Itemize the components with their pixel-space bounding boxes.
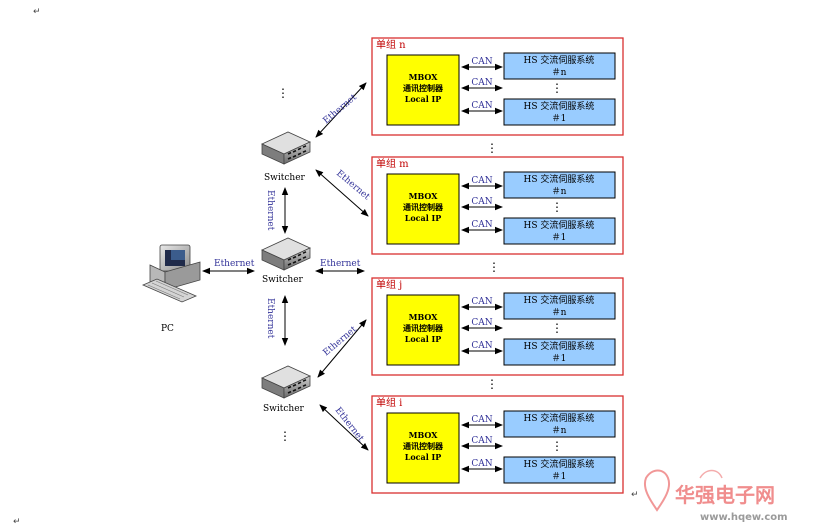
- paragraph-mark-right: ↵: [631, 490, 639, 500]
- servo-index: ＃n: [552, 186, 567, 197]
- mbox-controller: [386, 412, 460, 484]
- servo-index: ＃n: [552, 67, 567, 78]
- paragraph-mark-bottom: ↵: [13, 517, 21, 527]
- servo-system-1: [503, 456, 616, 484]
- group-separator-dots: ⋮: [486, 377, 498, 391]
- switcher-dots-bottom: ⋮: [279, 429, 291, 443]
- mbox-controller: [386, 294, 460, 366]
- ethernet-label: Ethernet: [322, 92, 360, 126]
- switcher-icon: [261, 365, 311, 399]
- can-label: CAN: [471, 459, 492, 469]
- ethernet-label: Ethernet: [265, 190, 275, 231]
- servo-label: HS 交流伺服系统: [524, 412, 595, 424]
- switcher-label: Switcher: [264, 173, 306, 183]
- servo-index: ＃n: [552, 307, 567, 318]
- mbox-label: MBOX: [409, 312, 439, 322]
- switcher-icon: [261, 131, 311, 165]
- mbox-label: 通讯控制器: [403, 202, 444, 212]
- group-separator-dots: ⋮: [488, 260, 500, 274]
- servo-dots: ⋮: [551, 200, 563, 214]
- group-title: 单组 j: [376, 278, 402, 291]
- ethernet-label: Ethernet: [265, 298, 275, 339]
- servo-label: HS 交流伺服系统: [524, 340, 595, 352]
- mbox-label: Local IP: [405, 213, 442, 223]
- servo-index: ＃1: [552, 471, 567, 482]
- can-label: CAN: [471, 101, 492, 111]
- can-label: CAN: [471, 436, 492, 446]
- group-title: 单组 m: [376, 157, 409, 170]
- switcher-icon: [261, 237, 311, 271]
- mbox-label: Local IP: [405, 452, 442, 462]
- ethernet-label: Ethernet: [334, 169, 372, 203]
- ethernet-label: Ethernet: [320, 259, 361, 269]
- servo-dots: ⋮: [551, 439, 563, 453]
- can-label: CAN: [471, 415, 492, 425]
- servo-system-n: [503, 52, 616, 80]
- mbox-label: MBOX: [409, 191, 439, 201]
- servo-system-1: [503, 98, 616, 126]
- ethernet-label: Ethernet: [322, 324, 360, 358]
- watermark-logo: [644, 469, 723, 512]
- mbox-label: Local IP: [405, 334, 442, 344]
- mbox-label: MBOX: [409, 430, 439, 440]
- ethernet-label: Ethernet: [333, 406, 366, 444]
- servo-label: HS 交流伺服系统: [524, 100, 595, 112]
- servo-system-1: [503, 338, 616, 366]
- servo-label: HS 交流伺服系统: [524, 54, 595, 66]
- servo-label: HS 交流伺服系统: [524, 173, 595, 185]
- servo-label: HS 交流伺服系统: [524, 458, 595, 470]
- ethernet-links: [202, 82, 369, 451]
- servo-system-n: [503, 292, 616, 320]
- group-title: 单组 i: [376, 396, 402, 409]
- servo-index: ＃1: [552, 353, 567, 364]
- switcher-label: Switcher: [262, 275, 304, 285]
- can-label: CAN: [471, 78, 492, 88]
- switcher-dots-top: ⋮: [277, 86, 289, 100]
- mbox-label: 通讯控制器: [403, 323, 444, 333]
- watermark-url: www.hqew.com: [700, 512, 788, 523]
- mbox-controller: [386, 173, 460, 245]
- group-title: 单组 n: [376, 38, 406, 51]
- ethernet-label: Ethernet: [214, 259, 255, 269]
- can-label: CAN: [471, 297, 492, 307]
- watermark-text: 华强电子网: [675, 483, 775, 507]
- paragraph-mark-top: ↵: [33, 7, 41, 17]
- can-label: CAN: [471, 57, 492, 67]
- servo-dots: ⋮: [551, 321, 563, 335]
- mbox-label: 通讯控制器: [403, 83, 444, 93]
- servo-index: ＃n: [552, 425, 567, 436]
- mbox-controller: [386, 54, 460, 126]
- group-separator-dots: ⋮: [486, 141, 498, 155]
- pc-icon: [141, 244, 201, 303]
- switcher-label: Switcher: [263, 404, 305, 414]
- can-label: CAN: [471, 220, 492, 230]
- servo-dots: ⋮: [551, 81, 563, 95]
- servo-label: HS 交流伺服系统: [524, 294, 595, 306]
- mbox-label: 通讯控制器: [403, 441, 444, 451]
- servo-system-n: [503, 171, 616, 199]
- can-label: CAN: [471, 197, 492, 207]
- mbox-label: Local IP: [405, 94, 442, 104]
- can-label: CAN: [471, 176, 492, 186]
- pc-label: PC: [161, 324, 174, 334]
- servo-label: HS 交流伺服系统: [524, 219, 595, 231]
- servo-index: ＃1: [552, 113, 567, 124]
- servo-system-n: [503, 410, 616, 438]
- can-label: CAN: [471, 341, 492, 351]
- can-label: CAN: [471, 318, 492, 328]
- mbox-label: MBOX: [409, 72, 439, 82]
- servo-system-1: [503, 217, 616, 245]
- servo-index: ＃1: [552, 232, 567, 243]
